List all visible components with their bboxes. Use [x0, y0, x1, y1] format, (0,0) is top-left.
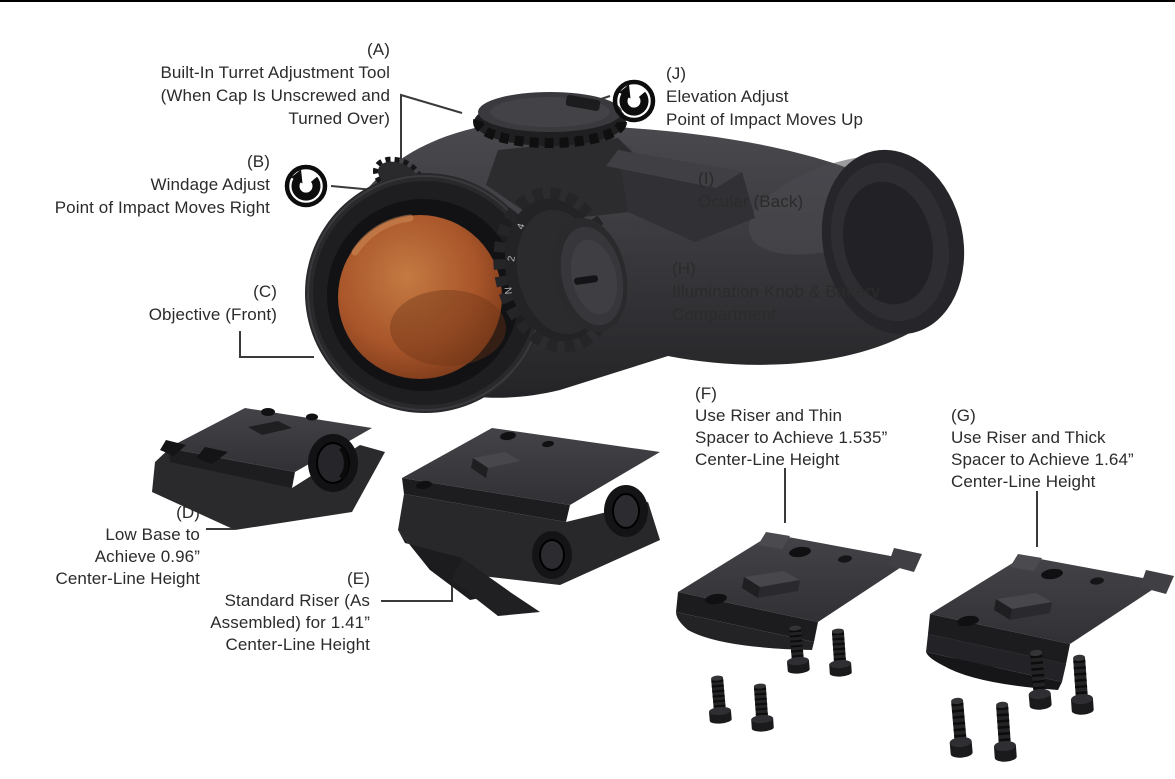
- label-b-text: Windage Adjust Point of Impact Moves Rig…: [54, 175, 270, 217]
- label-f-tag: (F): [695, 384, 718, 403]
- dial-mark-2: 2: [506, 255, 518, 263]
- label-h: (H) Illumination Knob & Battery Compartm…: [672, 257, 912, 326]
- label-g-tag: (G): [951, 406, 976, 425]
- label-c-text: Objective (Front): [148, 305, 277, 324]
- label-h-tag: (H): [672, 259, 696, 278]
- label-e-text: Standard Riser (As Assembled) for 1.41” …: [210, 591, 370, 654]
- label-i-tag: (I): [698, 169, 715, 188]
- label-a: (A) Built-In Turret Adjustment Tool (Whe…: [90, 38, 390, 130]
- riser-clamp-bolts: [532, 485, 648, 579]
- label-j-text: Elevation Adjust Point of Impact Moves U…: [666, 87, 864, 129]
- label-d-text: Low Base to Achieve 0.96” Center-Line He…: [55, 525, 200, 588]
- turret-adjustment-cap: [473, 92, 627, 148]
- objective-front: [305, 173, 545, 413]
- objective-lens: [338, 215, 502, 379]
- low-base: [152, 408, 385, 530]
- label-g: (G) Use Riser and Thick Spacer to Achiev…: [951, 405, 1175, 493]
- label-c: (C) Objective (Front): [57, 280, 277, 326]
- dial-mark-n: N: [503, 287, 515, 295]
- label-d: (D) Low Base to Achieve 0.96” Center-Lin…: [15, 502, 200, 590]
- label-g-text: Use Riser and Thick Spacer to Achieve 1.…: [951, 428, 1134, 491]
- label-a-tag: (A): [367, 40, 390, 59]
- rotate-ccw-icon: [612, 79, 656, 123]
- leader-a: [400, 93, 463, 170]
- dial-mark-4: 4: [515, 222, 527, 231]
- label-b-tag: (B): [247, 152, 270, 171]
- top-border: [0, 0, 1175, 2]
- label-e: (E) Standard Riser (As Assembled) for 1.…: [160, 568, 370, 656]
- label-i-text: Ocular (Back): [698, 192, 804, 211]
- label-f-text: Use Riser and Thin Spacer to Achieve 1.5…: [695, 406, 888, 469]
- leader-c: [239, 331, 314, 358]
- label-a-text: Built-In Turret Adjustment Tool (When Ca…: [160, 63, 390, 128]
- label-h-text: Illumination Knob & Battery Compartment: [672, 282, 880, 324]
- ocular-back: [821, 149, 965, 335]
- red-dot-sight: 4 2 N: [305, 92, 965, 413]
- thick-spacer-plate: [926, 554, 1174, 690]
- standard-riser: [398, 428, 660, 616]
- rotate-ccw-icon: [284, 164, 328, 208]
- label-j-tag: (J): [666, 64, 687, 83]
- illumination-knob: 4 2 N: [493, 187, 628, 353]
- label-b: (B) Windage Adjust Point of Impact Moves…: [10, 150, 270, 219]
- base-clamp-nut: [308, 434, 358, 492]
- label-j: (J) Elevation Adjust Point of Impact Mov…: [666, 62, 896, 131]
- label-f: (F) Use Riser and Thin Spacer to Achieve…: [695, 383, 925, 471]
- label-c-tag: (C): [253, 282, 277, 301]
- label-d-tag: (D): [176, 503, 200, 522]
- label-i: (I) Ocular (Back): [698, 167, 878, 213]
- label-e-tag: (E): [347, 569, 370, 588]
- battery-cap: [552, 217, 628, 333]
